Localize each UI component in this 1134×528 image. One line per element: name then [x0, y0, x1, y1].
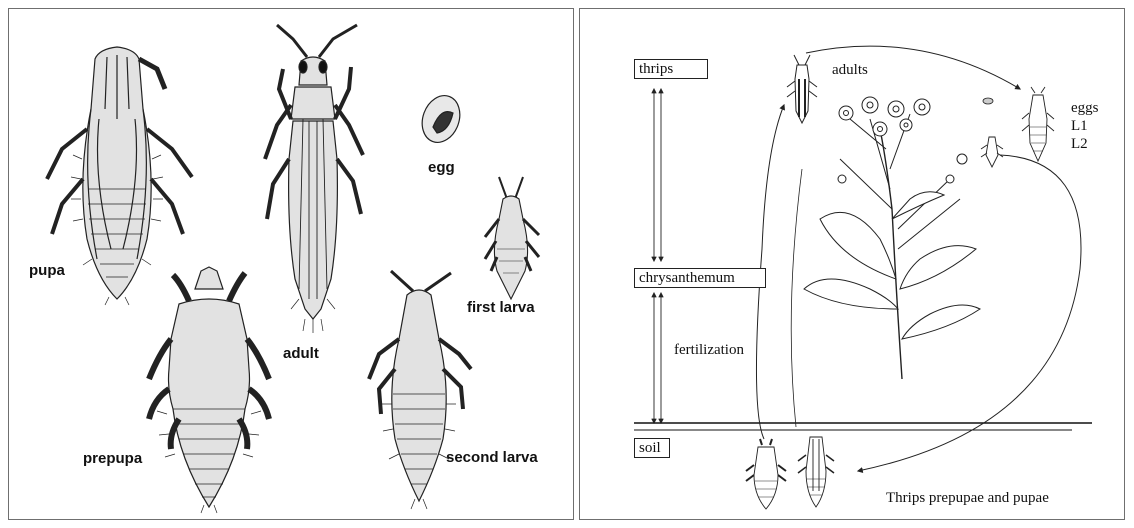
label-prepupae-pupae: Thrips prepupae and pupae	[886, 489, 1049, 507]
label-egg: egg	[428, 159, 455, 176]
prepupa-drawing	[746, 439, 786, 509]
flower-heads	[838, 97, 967, 183]
second-larva-illustration	[369, 271, 471, 509]
label-first-larva: first larva	[467, 299, 535, 316]
first-larva-illustration	[485, 177, 539, 299]
label-adults: adults	[832, 61, 868, 79]
egg-illustration	[416, 90, 466, 147]
label-eggs-larvae: eggs L1 L2	[1071, 99, 1099, 153]
label-second-larva: second larva	[446, 449, 538, 466]
adult-illustration	[265, 25, 363, 333]
larva-drawing-l1	[981, 137, 1003, 167]
label-adult: adult	[283, 345, 319, 362]
life-stages-illustration	[9, 9, 574, 520]
label-fertilization: fertilization	[674, 341, 744, 359]
box-soil: soil	[634, 438, 670, 458]
adult-thrips-drawing	[787, 55, 817, 123]
prepupa-illustration	[149, 267, 269, 513]
box-chrysanthemum: chrysanthemum	[634, 268, 766, 288]
label-l2: L2	[1071, 135, 1099, 153]
label-pupa: pupa	[29, 262, 65, 279]
label-eggs: eggs	[1071, 99, 1099, 117]
box-thrips: thrips	[634, 59, 708, 79]
pupa-illustration	[47, 47, 192, 305]
egg-drawing	[983, 98, 993, 104]
chrysanthemum-plant-drawing	[804, 97, 980, 379]
life-stages-panel: pupa prepupa adult egg first larva secon…	[8, 8, 574, 520]
larva-drawing-l2	[1022, 87, 1054, 161]
label-l1: L1	[1071, 117, 1099, 135]
arrow-soil-to-adults-2	[791, 169, 802, 427]
pupa-drawing	[798, 437, 834, 507]
life-cycle-panel: thrips chrysanthemum soil adults eggs L1…	[579, 8, 1125, 520]
label-prepupa: prepupa	[83, 450, 142, 467]
